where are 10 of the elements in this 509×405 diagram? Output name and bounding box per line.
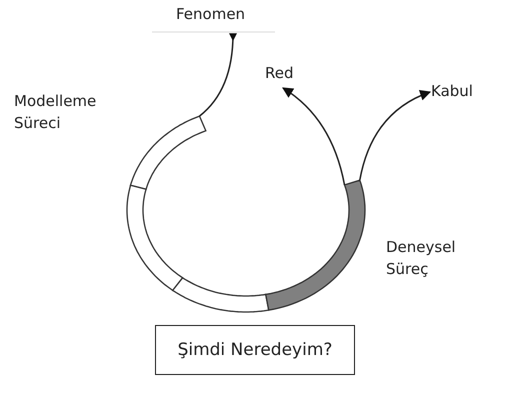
- arrow: [359, 90, 432, 180]
- process-box: Şimdi Neredeyim?: [155, 325, 355, 375]
- node-label: Deneysel Süreç: [386, 236, 456, 284]
- node-label: Red: [265, 62, 309, 86]
- node-label: Modelleme Süreci: [14, 90, 106, 138]
- arrow: [282, 87, 346, 186]
- arrow: [199, 33, 237, 117]
- process-ring: [126, 115, 366, 313]
- node-label: Fenomen: [176, 3, 276, 27]
- node-label: Kabul: [431, 80, 493, 104]
